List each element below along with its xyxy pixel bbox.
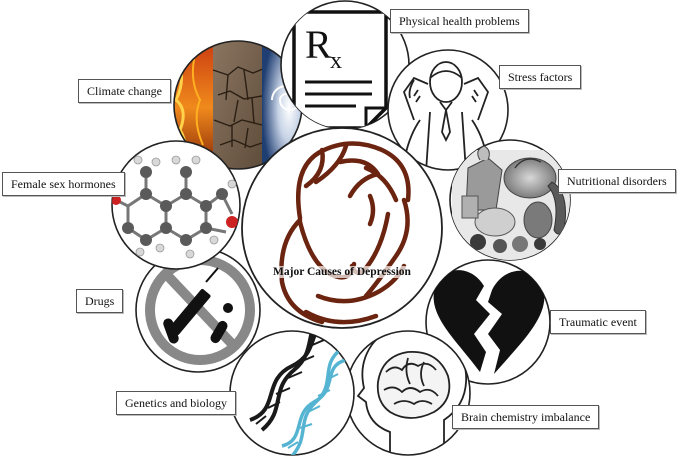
cause-trauma [425, 259, 551, 385]
food-collage-icon [452, 145, 570, 260]
dna-helix-icon [249, 331, 347, 455]
label-drugs: Drugs [76, 289, 124, 313]
broken-heart-icon [433, 270, 545, 374]
center-node [241, 127, 443, 329]
cause-nutrition [449, 139, 571, 261]
label-physical-health: Physical health problems [390, 9, 529, 33]
cause-drugs [135, 247, 261, 373]
label-climate: Climate change [78, 79, 171, 103]
molecule-icon [112, 155, 238, 259]
svg-text:R: R [305, 22, 332, 67]
prescription-rx-icon: R x [292, 10, 388, 129]
center-title: Major Causes of Depression [262, 266, 422, 278]
svg-text:x: x [330, 48, 342, 74]
label-genetics: Genetics and biology [116, 391, 236, 415]
label-trauma: Traumatic event [550, 310, 646, 334]
label-hormones: Female sex hormones [2, 172, 125, 196]
label-nutrition: Nutritional disorders [558, 169, 676, 193]
cause-brain-chemistry [345, 330, 471, 456]
cause-hormones [111, 140, 241, 270]
label-stress: Stress factors [499, 65, 582, 89]
head-brain-icon [356, 331, 467, 455]
label-brain-chemistry: Brain chemistry imbalance [452, 405, 600, 429]
